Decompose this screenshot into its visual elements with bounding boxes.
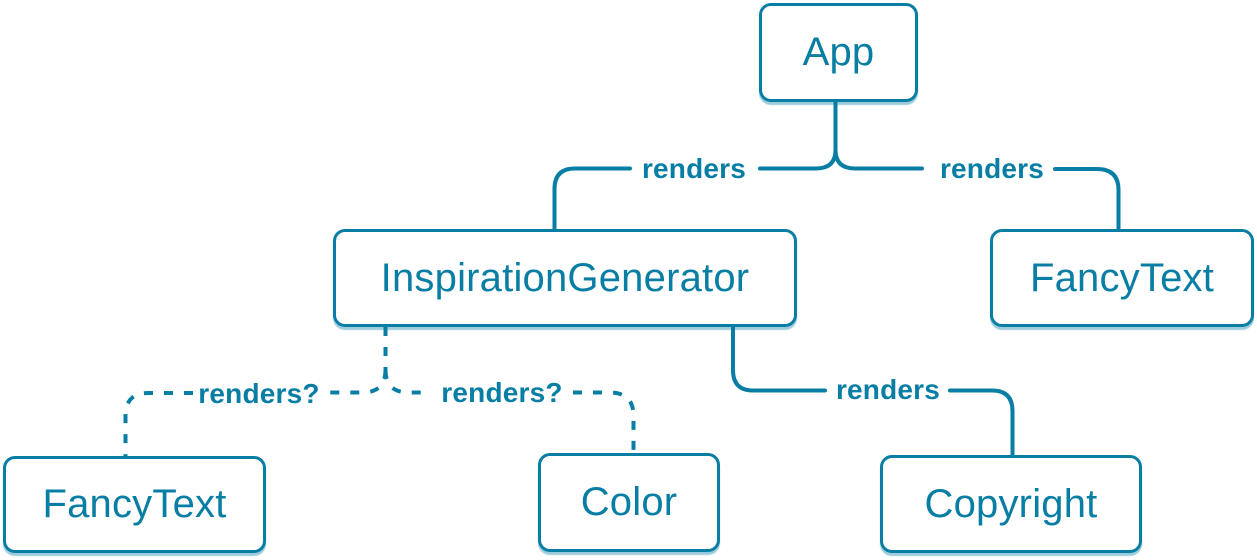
node-fancy-text-bottom-label: FancyText: [42, 482, 227, 526]
node-fancy-text-bottom: FancyText: [3, 456, 266, 553]
node-inspiration-generator-label: InspirationGenerator: [380, 255, 750, 300]
node-app-label: App: [802, 30, 875, 74]
node-copyright-label: Copyright: [924, 481, 1098, 526]
edge-app-to-fancytext-right: [1053, 167, 1121, 231]
node-inspiration-generator: InspirationGenerator: [333, 229, 797, 327]
node-color-label: Color: [580, 480, 678, 524]
edge-inspiration-to-color-a: [383, 369, 431, 395]
edge-inspiration-to-copyright-right: [948, 388, 1015, 457]
edge-inspiration-to-copyright-left: [731, 325, 827, 393]
edge-app-to-fancytext-left: [833, 148, 924, 171]
edge-app-to-inspiration-right: [552, 166, 632, 231]
edge-inspiration-to-fancytext-b: [123, 391, 193, 456]
edge-label-app-renders-fancytext: renders: [939, 153, 1045, 184]
node-fancy-text-top-label: FancyText: [1029, 255, 1215, 300]
edge-label-inspiration-renders-color: renders?: [441, 377, 563, 408]
edge-label-inspiration-renders-copyright: renders: [835, 374, 941, 405]
node-color: Color: [538, 453, 720, 552]
edge-label-inspiration-renders-fancytext: renders?: [198, 378, 320, 409]
edge-inspiration-to-color-b: [573, 390, 636, 453]
edge-app-to-inspiration-left: [758, 148, 838, 171]
edge-label-app-renders-inspiration: renders: [641, 153, 747, 184]
node-copyright: Copyright: [880, 455, 1142, 553]
node-app: App: [759, 3, 918, 102]
edge-inspiration-to-fancytext-a: [330, 369, 388, 395]
node-fancy-text-top: FancyText: [990, 229, 1254, 327]
